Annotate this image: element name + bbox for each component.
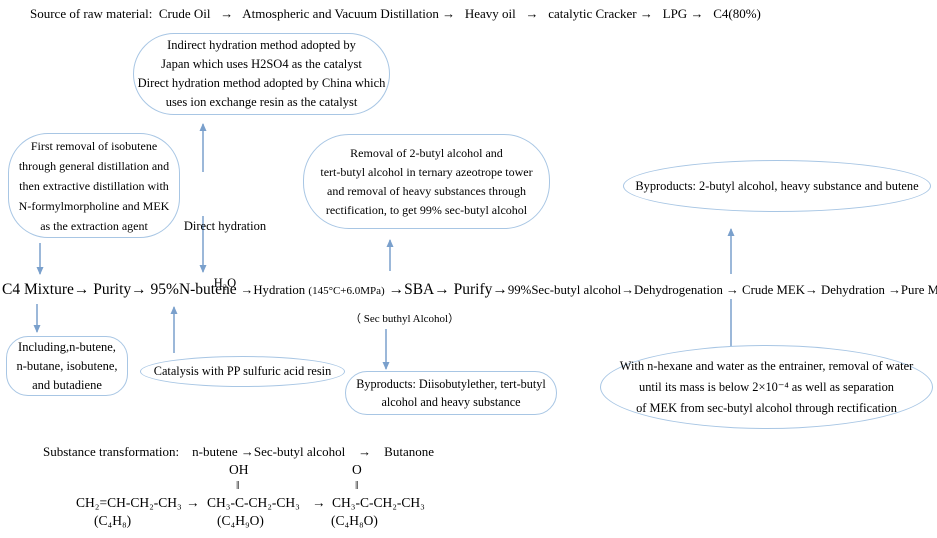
- sba-note: （ Sec buthyl Alcohol）: [350, 313, 460, 325]
- bubble-text-line: as the extraction agent: [40, 218, 148, 233]
- bubble-azeotrope-purification: Removal of 2-butyl alcohol and tert-buty…: [303, 134, 550, 229]
- direct-hydration-label: Direct hydration H₂O: [183, 179, 267, 331]
- caption-butanone: (C₄H₈O): [331, 513, 378, 528]
- bubble-hydration-methods: Indirect hydration method adopted by Jap…: [133, 33, 390, 115]
- double-bond-symbol: ‖: [236, 478, 240, 492]
- bubble-text-line: Byproducts: 2-butyl alcohol, heavy subst…: [635, 178, 919, 193]
- direct-hydration-line1: Direct hydration: [183, 219, 267, 233]
- bubble-text-line: alcohol and heavy substance: [381, 395, 521, 409]
- bubble-byproducts-butene: Byproducts: 2-butyl alcohol, heavy subst…: [623, 160, 931, 212]
- reaction-arrow: →: [186, 495, 200, 510]
- bubble-byproducts-ether: Byproducts: Diisobutylether, tert-butyl …: [345, 371, 557, 415]
- caption-n-butene: (C₄H₈): [94, 513, 132, 528]
- main-flow-segment: →Hydration: [240, 283, 309, 297]
- formula-sec-butyl-alcohol: CH₃-C-CH₂-CH₃: [207, 495, 300, 510]
- bubble-c4-components: Including,n-butene, n-butane, isobutene,…: [6, 336, 128, 396]
- transformation-label: Substance transformation:: [43, 444, 180, 459]
- direct-hydration-line2: H₂O: [213, 276, 237, 290]
- caption-sec-butyl-alcohol: (C₄H₉O): [217, 513, 264, 528]
- bubble-text-line: First removal of isobutene: [30, 138, 158, 153]
- main-flow-line: C4 Mixture→ Purity→ 95%N-butene →Hydrati…: [2, 281, 937, 299]
- bubble-text-line: Indirect hydration method adopted by: [167, 38, 356, 52]
- hydroxyl-group-label: OH: [229, 462, 249, 477]
- bubble-text-line: and removal of heavy substances through: [327, 183, 526, 198]
- formula-n-butene: CH₂=CH-CH₂-CH₃: [76, 495, 182, 510]
- bubble-entrainer: With n-hexane and water as the entrainer…: [600, 345, 933, 429]
- bubble-text-line: until its mass is below 2×10⁻⁴ as well a…: [639, 379, 894, 394]
- main-flow-segment: →SBA→ Purify→: [384, 281, 508, 298]
- transformation-content: n-butene →Sec-butyl alcohol → Butanone: [179, 444, 434, 459]
- reaction-arrow: →: [312, 495, 326, 510]
- main-flow-segment: C4 Mixture→ Purity→ 95%N-butene: [2, 281, 241, 298]
- bubble-text-line: n-butane, isobutene,: [16, 358, 118, 373]
- bubble-text-line: uses ion exchange resin as the catalyst: [165, 95, 358, 109]
- bubble-text-line: Direct hydration method adopted by China…: [137, 76, 386, 90]
- double-bond-symbol: ‖: [355, 478, 359, 492]
- bubble-text-line: Including,n-butene,: [18, 339, 116, 354]
- bubble-text-line: Removal of 2-butyl alcohol and: [350, 145, 503, 160]
- bubble-text-line: and butadiene: [32, 377, 102, 392]
- bubble-text-line: rectification, to get 99% sec-butyl alco…: [325, 202, 528, 217]
- bubble-text-line: Catalysis with PP sulfuric acid resin: [153, 364, 332, 378]
- bubble-isobutene-removal: First removal of isobutene through gener…: [8, 133, 180, 238]
- main-flow-conditions: (145°C+6.0MPa): [308, 285, 385, 297]
- oxygen-atom-label: O: [352, 462, 362, 477]
- bubble-text-line: through general distillation and: [18, 158, 170, 173]
- bubble-text-line: tert-butyl alcohol in ternary azeotrope …: [320, 164, 533, 179]
- bubble-text-line: of MEK from sec-butyl alcohol through re…: [636, 400, 897, 415]
- bubble-text-line: Byproducts: Diisobutylether, tert-butyl: [356, 377, 546, 391]
- bubble-catalysis: Catalysis with PP sulfuric acid resin: [140, 356, 345, 387]
- formula-butanone: CH₃-C-CH₂-CH₃: [332, 495, 425, 510]
- main-flow-segment: 99%Sec-butyl alcohol→Dehydrogenation → C…: [507, 283, 937, 297]
- source-line: Source of raw material: Crude Oil → Atmo…: [30, 6, 761, 21]
- bubble-text-line: Japan which uses H2SO4 as the catalyst: [161, 57, 362, 71]
- bubble-text-line: then extractive distillation with: [19, 178, 169, 193]
- transformation-line: Substance transformation: n-butene →Sec-…: [30, 428, 434, 476]
- bubble-text-line: N-formylmorpholine and MEK: [18, 198, 170, 213]
- bubble-text-line: With n-hexane and water as the entrainer…: [619, 358, 914, 373]
